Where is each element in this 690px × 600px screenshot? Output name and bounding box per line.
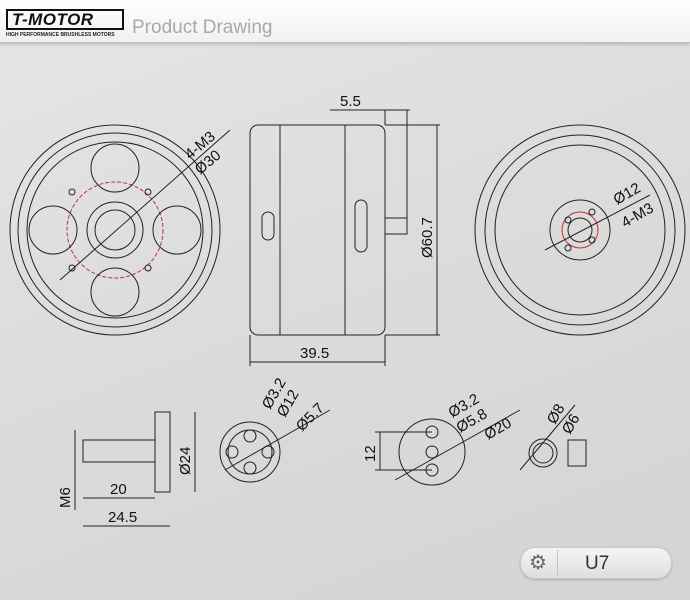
- thread-label: M6: [57, 487, 74, 508]
- page-title: Product Drawing: [132, 17, 273, 38]
- height-label: 39.5: [300, 345, 329, 362]
- len1-label: 20: [110, 481, 127, 498]
- back-view: Ø12 4-M3: [474, 124, 686, 336]
- sleeve-part: Ø8 Ø6: [519, 401, 587, 471]
- mount-spacing-label: 12: [362, 445, 379, 462]
- model-badge: ⚙ U7: [520, 547, 672, 579]
- logo-text: T-MOTOR: [6, 9, 124, 30]
- side-view: 5.5 Ø60.7 39.5: [249, 93, 440, 366]
- shaft-length-label: 5.5: [340, 93, 361, 110]
- diameter-label: Ø60.7: [419, 217, 436, 258]
- adapter-d3-label: Ø5.7: [293, 400, 328, 435]
- header: T-MOTOR HIGH PERFORMANCE BRUSHLESS MOTOR…: [0, 0, 690, 43]
- adapter-dia-label: Ø24: [177, 447, 194, 475]
- t-motor-logo: T-MOTOR HIGH PERFORMANCE BRUSHLESS MOTOR…: [6, 9, 126, 39]
- prop-adapter-top: Ø3.2 Ø12 Ø5.7: [219, 375, 331, 483]
- logo-tagline: HIGH PERFORMANCE BRUSHLESS MOTORS: [6, 32, 115, 38]
- front-view: 4-M3 Ø30: [9, 124, 231, 336]
- mount-part: 12 Ø3.2 Ø5.8 Ø20: [362, 390, 521, 486]
- model-label: U7: [585, 553, 610, 574]
- prop-adapter-side: M6 20 24.5 Ø24: [57, 411, 196, 527]
- gear-icon: ⚙: [529, 552, 547, 574]
- len2-label: 24.5: [108, 509, 137, 526]
- product-drawing: 4-M3 Ø30 5.5 Ø60.7 39.5 Ø12 4-M3 M6 20 2…: [9, 93, 686, 527]
- divider: [557, 550, 558, 576]
